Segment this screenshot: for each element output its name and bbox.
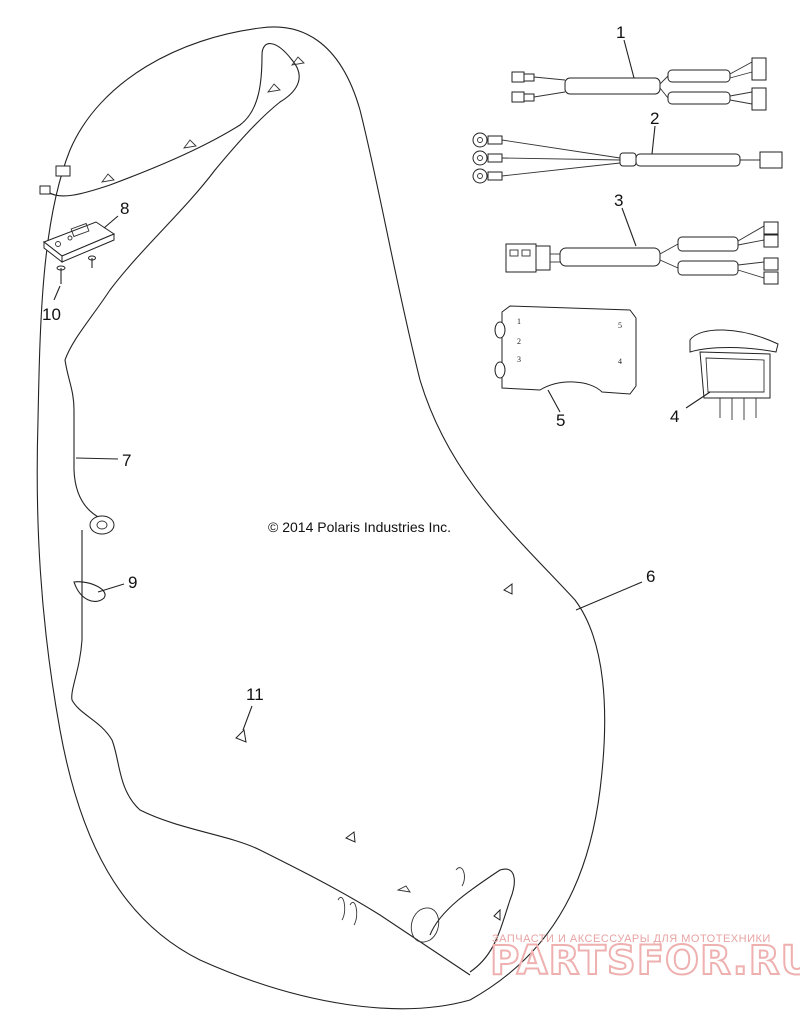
part-7-harness-coil	[410, 907, 440, 943]
part-3-harness	[505, 221, 779, 285]
terminal-label-4: 4	[618, 357, 622, 366]
callout-5: 5	[556, 411, 565, 430]
callout-11: 11	[246, 685, 264, 704]
leader-line-5	[547, 389, 561, 413]
leader-line-1	[623, 39, 635, 79]
part-8-module	[42, 221, 116, 264]
leader-line-8	[103, 215, 119, 229]
callout-8: 8	[120, 199, 129, 218]
copyright-text: © 2014 Polaris Industries Inc.	[268, 519, 451, 535]
part-11-clip-icon	[493, 908, 501, 921]
callout-1: 1	[616, 23, 625, 42]
part-9-cable-tie	[73, 581, 106, 602]
leader-line-4	[685, 391, 711, 409]
part-11-clip-icon	[345, 831, 356, 843]
leader-line-7	[75, 457, 119, 460]
part-6-outline	[36, 26, 606, 1010]
part-2-harness	[472, 132, 783, 184]
harness-clip-icon	[337, 897, 346, 921]
part-11-clip-icon	[235, 728, 247, 743]
part-7-harness-loop	[429, 868, 515, 973]
leader-line-2	[651, 125, 656, 155]
terminal-label-3: 3	[517, 355, 521, 364]
harness-clip-icon	[290, 56, 305, 66]
part-10-screw-icon	[56, 265, 66, 284]
part-10-screw-icon	[88, 255, 96, 268]
part-4-rocker-switch	[689, 329, 779, 420]
callout-2: 2	[650, 109, 659, 128]
grommet-icon	[89, 515, 115, 535]
callout-4: 4	[670, 407, 679, 426]
harness-clip-icon	[396, 885, 411, 893]
part-7-harness-lower	[71, 530, 471, 976]
harness-clip-icon	[100, 173, 115, 183]
watermark-brand: PARTSFOR.RU	[490, 938, 800, 984]
leader-line-6	[575, 581, 643, 611]
leader-line-3	[621, 207, 637, 247]
part-11-clip-icon	[503, 583, 513, 595]
terminal-label-2: 2	[517, 337, 521, 346]
callout-10: 10	[42, 305, 61, 324]
callout-6: 6	[646, 567, 655, 586]
part-7-harness	[47, 43, 300, 519]
leader-line-9	[97, 583, 125, 593]
part-5-switch-block: 1 2 3 4 5	[494, 305, 637, 395]
harness-plug-icon	[55, 165, 71, 177]
harness-clip-icon	[349, 902, 358, 926]
watermark-top-text: ЗАПЧАСТИ И АКСЕССУАРЫ ДЛЯ МОТОТЕХНИКИ	[492, 933, 771, 945]
part-1-harness	[511, 57, 767, 111]
leader-line-10	[53, 285, 61, 301]
harness-clip-icon	[455, 867, 465, 887]
callout-3: 3	[614, 191, 623, 210]
terminal-label-5: 5	[618, 321, 622, 330]
harness-plug-icon	[39, 185, 51, 195]
terminal-label-1: 1	[517, 317, 521, 326]
callout-7: 7	[122, 451, 131, 470]
harness-clip-icon	[182, 139, 197, 149]
leader-line-11	[242, 705, 253, 731]
grommet-hole-icon	[96, 520, 108, 530]
callout-9: 9	[128, 573, 137, 592]
harness-clip-icon	[266, 83, 281, 93]
